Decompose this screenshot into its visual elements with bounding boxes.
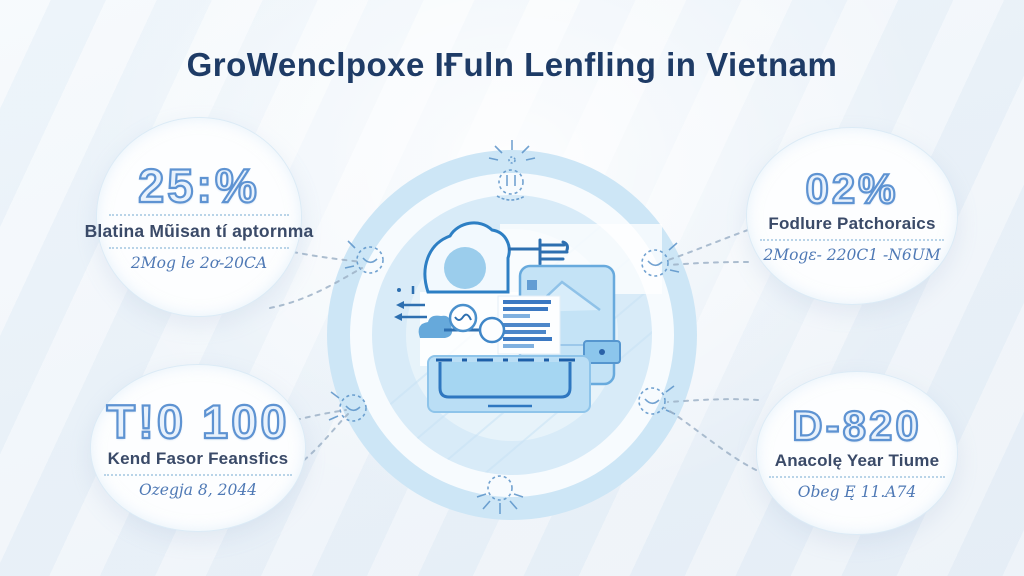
stat-label: Blatina Mũisan tí aptornma (84, 221, 314, 241)
stat-label: Anacolę Year Tiume (774, 451, 940, 470)
stat-label: Kend Fasor Feansfics (107, 448, 289, 468)
scribble-doodle-icon-lower-left (328, 391, 367, 422)
stat-circle-top-left: 25:% Blatina Mũisan tí aptornma 2Mog le … (85, 117, 313, 317)
hand-icon (538, 238, 569, 266)
stat-subtext: Ozegja 8, 2044 (138, 480, 258, 499)
dotted-divider (109, 247, 289, 249)
bulb-doodle-icon-top (496, 169, 526, 201)
scribble-doodle-icon-upper-right (641, 242, 680, 277)
stat-circle-bottom-left: T!0 100 Kend Fasor Feansfics Ozegja 8, 2… (90, 364, 306, 532)
stat-subtext: 2Mogε- 220C1 -N6UM (763, 246, 941, 264)
dotted-divider (103, 473, 293, 476)
laptop-icon (427, 355, 591, 413)
central-illustration (394, 221, 662, 413)
dotted-divider (769, 476, 945, 478)
dotted-divider (759, 239, 945, 241)
side-tab-icon (583, 340, 621, 364)
cloud-icon (423, 221, 511, 294)
stat-value: D-820 (791, 402, 922, 449)
dotted-divider (109, 214, 289, 216)
stat-circle-bottom-right: D-820 Anacolę Year Tiume Obeg Ę 11.A74 (756, 371, 958, 535)
document-icon (497, 295, 561, 355)
process-doodads (394, 286, 506, 344)
stat-subtext: Obeg Ę 11.A74 (797, 483, 917, 501)
sparkle-doodle-icon-top (488, 140, 536, 164)
stat-circle-top-right: 02% Fodlure Patchoraics 2Mogε- 220C1 -N6… (746, 127, 958, 305)
scribble-doodle-icon-upper-left (344, 240, 384, 274)
stat-value: 02% (804, 165, 899, 212)
stat-value: 25:% (137, 159, 260, 212)
stat-value: T!0 100 (105, 394, 290, 448)
burst-doodle-icon-bottom (476, 475, 524, 514)
stat-label: Fodlure Patchoraics (768, 214, 936, 233)
stat-subtext: 2Mog le 2ơ-20CA (130, 254, 268, 272)
page-title: GroWenclpoxe IҒuln Lenfling in Vietnam (186, 46, 838, 83)
